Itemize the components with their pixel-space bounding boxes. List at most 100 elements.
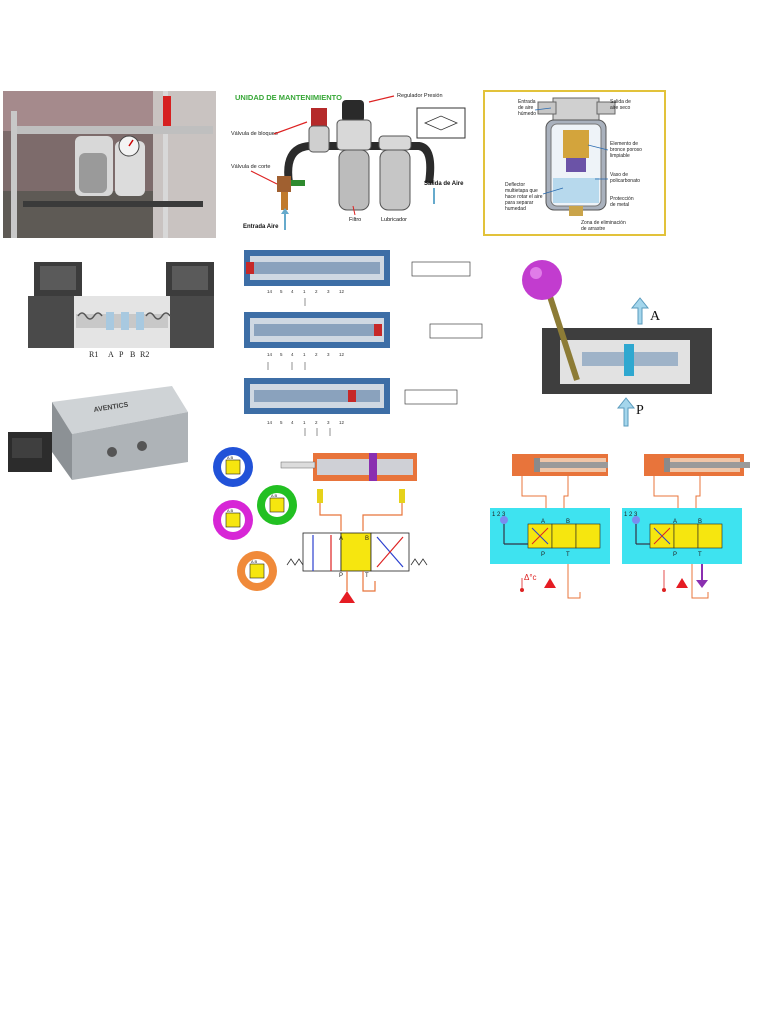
label-deflector-1: Deflector (505, 182, 525, 188)
label-deflector-5: humedad (505, 206, 526, 212)
spool1-port-14: 14 (267, 289, 273, 294)
label-entrada-humedo-1: Entrada (518, 99, 536, 105)
spool3-port-12: 12 (339, 420, 345, 425)
spool2-port-2: 2 (315, 352, 318, 357)
left-pos-label: 1 2 3 (492, 512, 506, 518)
svg-text:A B P T: A B P T (339, 536, 371, 579)
label-entrada: Entrada Aire (243, 224, 279, 230)
label-vaso-2: policarbonato (610, 178, 640, 184)
label-zona-1: Zona de eliminación (581, 220, 626, 226)
valve-cross-section: R1 A P B R2 (26, 256, 216, 360)
spool-valve-states: 14 5 4 1 2 3 12 14 5 4 1 2 3 1 (240, 248, 490, 438)
right-label-p: P (673, 552, 677, 558)
spool2-port-5: 5 (280, 352, 283, 357)
svg-text:14 5 4: 14 5 4 1 2 3 12 (267, 420, 345, 425)
circle1-label: A B (227, 455, 234, 460)
spool-valve-3: 14 5 4 1 2 3 12 (244, 378, 458, 436)
svg-text:14 5 4: 14 5 4 1 2 3 12 (267, 289, 345, 294)
port-b: B (130, 350, 135, 359)
label-proteccion-1: Protección (610, 196, 634, 202)
manual-lever-valve: A P (512, 248, 716, 428)
label-entrada-humedo-3: húmedo (518, 111, 536, 117)
right-label-t: T (698, 552, 702, 558)
spool-valve-2: 14 5 4 1 2 3 12 (244, 312, 483, 370)
cyl-label-t: T (365, 573, 369, 579)
spool3-port-4: 4 (291, 420, 294, 425)
right-pos-label: 1 2 3 (624, 512, 638, 518)
delta-label: Δ°c (524, 573, 537, 582)
cyl-label-b: B (365, 536, 369, 542)
cyan-valve-diagrams: 1 2 3 A B P T Δ°c (488, 448, 768, 608)
label-lubricador: Lubricador (381, 217, 407, 223)
svg-text:Protección de metal: Protección de metal (610, 196, 635, 208)
label-salida-seco-2: aire seco (610, 105, 631, 111)
photo-maintenance-unit (3, 91, 216, 238)
cyl-label-a: A (339, 536, 343, 542)
spool2-port-1: 1 (303, 352, 306, 357)
circle3-label: A B (271, 493, 278, 498)
svg-text:Deflector multietapa que: Deflector multietapa que hace rotar el a… (505, 182, 544, 212)
spool2-port-4: 4 (291, 352, 294, 357)
spool2-port-14: 14 (267, 352, 273, 357)
right-label-a: A (673, 519, 677, 525)
circle2-label: A B (227, 508, 234, 513)
spool2-port-12: 12 (339, 352, 345, 357)
label-deflector-2: multietapa que (505, 188, 538, 194)
left-label-p: P (541, 552, 545, 558)
label-filtro: Filtro (349, 217, 361, 223)
label-salida-seco-1: Salida de (610, 99, 631, 105)
svg-text:1 2 3 A B: 1 2 3 A B P T (492, 512, 572, 558)
spool3-port-3: 3 (327, 420, 330, 425)
label-deflector-3: hace rotar el aire (505, 194, 543, 200)
filter-detail-diagram: Entrada de aire húmedo Salida de aire se… (483, 90, 666, 236)
svg-text:1 2 3 A B: 1 2 3 A B P T (624, 512, 704, 558)
maintenance-unit-title: UNIDAD DE MANTENIMIENTO (235, 93, 342, 102)
left-label-t: T (566, 552, 570, 558)
spool3-port-2: 2 (315, 420, 318, 425)
label-elemento-1: Elemento de (610, 141, 638, 147)
svg-text:A B A B A B: A B A B A B A B (227, 455, 278, 564)
svg-text:R1 A P B: R1 A P B R2 (89, 350, 149, 359)
svg-text:Vaso de policarbonato: Vaso de policarbonato (610, 172, 640, 184)
spool2-port-3: 3 (327, 352, 330, 357)
label-bloqueo: Válvula de bloqueo (231, 131, 278, 137)
port-a: A (108, 350, 114, 359)
photo-valve-product: AVENTICS (2, 382, 190, 482)
spool1-port-5: 5 (280, 289, 283, 294)
cyl-label-p: P (339, 573, 343, 579)
spool3-port-14: 14 (267, 420, 273, 425)
cyan-diagram-right: 1 2 3 A B P T (622, 454, 750, 599)
label-salida: Salida de Aire (424, 181, 464, 187)
spool3-port-1: 1 (303, 420, 306, 425)
left-label-a: A (541, 519, 545, 525)
label-port-a: A (650, 309, 661, 324)
label-elemento-3: limpiable (610, 153, 630, 159)
maintenance-unit-diagram: UNIDAD DE MANTENIMIENTO Regulador Presió… (229, 88, 467, 238)
label-vaso-1: Vaso de (610, 172, 628, 178)
label-zona-2: de arrastre (581, 226, 605, 232)
spool1-port-4: 4 (291, 289, 294, 294)
spool-valve-1: 14 5 4 1 2 3 12 (244, 250, 471, 306)
svg-text:Entrada de aire hú: Entrada de aire húmedo (518, 99, 537, 117)
spool1-port-12: 12 (339, 289, 345, 294)
spool1-port-2: 2 (315, 289, 318, 294)
circle4-label: A B (251, 559, 258, 564)
label-deflector-4: para separar (505, 200, 534, 206)
port-p: P (119, 350, 124, 359)
label-proteccion-2: de metal (610, 202, 629, 208)
label-elemento-2: bronce poroso (610, 147, 642, 153)
svg-text:Zona de eliminación de a: Zona de eliminación de arrastre (581, 220, 627, 232)
label-corte: Válvula de corte (231, 164, 270, 170)
port-r1: R1 (89, 350, 98, 359)
port-r2: R2 (140, 350, 149, 359)
svg-text:14 5 4: 14 5 4 1 2 3 12 (267, 352, 345, 357)
svg-text:Salida de aire seco: Salida de aire seco (610, 99, 632, 111)
spool1-port-1: 1 (303, 289, 306, 294)
spool1-port-3: 3 (327, 289, 330, 294)
left-label-b: B (566, 519, 570, 525)
label-port-p: P (636, 403, 644, 418)
svg-text:Elemento de bronce poros: Elemento de bronce poroso limpiable (610, 141, 643, 159)
cylinder-valve-diagram: A B P T A B A B A B A B (205, 445, 435, 607)
spool3-port-5: 5 (280, 420, 283, 425)
label-entrada-humedo-2: de aire (518, 105, 534, 111)
